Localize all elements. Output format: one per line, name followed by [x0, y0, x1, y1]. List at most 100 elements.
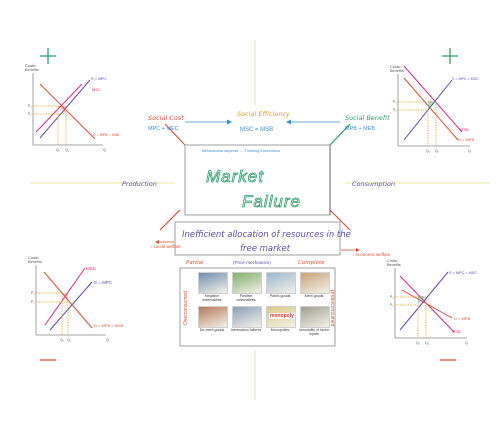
graph-top-right-curve-2: MSB — [460, 127, 469, 132]
connector-production-down — [159, 209, 181, 231]
graph-bottom-right-quantity-2: Q₂ — [425, 341, 430, 345]
graph-top-left-quantity-2: Q₁ — [65, 148, 70, 152]
cause-tile-caption: Information failures — [230, 328, 262, 332]
social-efficiency-label: Social Efficiency — [237, 110, 290, 118]
connector-consumption-down — [329, 209, 351, 231]
graph-bottom-right-quantity-1: Q₁ — [416, 341, 421, 345]
cause-tile: Merit goods — [298, 272, 330, 304]
market-failure-box — [184, 144, 331, 216]
cause-tile: De-merit goods — [196, 306, 228, 338]
graph-bottom-right-welfare-gain — [418, 295, 426, 305]
definition-line-2: free market — [240, 244, 291, 254]
overconsumed-label: Overconsumed — [183, 291, 189, 325]
consumption-label: Consumption — [352, 180, 395, 188]
failure-title: Failure — [242, 192, 301, 211]
partial-label: Partial — [186, 260, 204, 266]
graph-top-left-curve-2: MSC — [92, 87, 101, 92]
graph-bottom-right-curve-3: MSB — [452, 329, 461, 334]
graph-bottom-right-curve-1: S = MPC = MSC — [449, 271, 477, 275]
graph-bottom-left-quantity-2: Q₁ — [67, 338, 72, 342]
graph-top-left-y-label: Costs/ — [25, 64, 37, 68]
monopoly-brand: monopoly — [269, 313, 295, 319]
cause-tile-caption: Positive externalities — [236, 294, 256, 302]
cause-tile-image: monopoly — [266, 306, 296, 328]
graph-top-left-welfare-loss — [58, 106, 66, 114]
social-efficiency-formula: MSC = MSB — [240, 127, 273, 133]
economics-graphs: Costs/Benefits S = MPC MSC D = MPB = MSB P₂ P… — [25, 64, 479, 345]
market-title: Market — [206, 167, 264, 186]
graph-bottom-left-y-label: Costs/ — [28, 256, 40, 260]
price-mechanism-label: (Price-mechanism) — [233, 260, 271, 265]
cause-tile-caption: Monopolies — [270, 328, 290, 332]
graph-top-left-price-1: P₂ — [28, 104, 32, 108]
cause-tile-caption: Public goods — [269, 294, 291, 298]
cause-tile-caption: De-merit goods — [199, 328, 225, 332]
graph-top-left-curve-1: S = MPC — [91, 76, 107, 81]
graph-top-right-curve-1: S = MPC = MSC — [452, 77, 479, 81]
graph-bottom-right-demand — [401, 289, 453, 319]
underconsumed-label: Underconsumed — [329, 290, 335, 327]
graph-top-right-quantity-2: Q₂ — [435, 149, 440, 153]
graph-bottom-left-price-1: P₂ — [31, 291, 35, 295]
graph-bottom-left-curve-3: D = MPB = MSB — [94, 323, 124, 328]
graph-bottom-left-demand — [43, 271, 93, 329]
cause-tile-image — [232, 272, 262, 294]
graph-top-right-demand — [403, 77, 459, 141]
cause-tile: Immobility of factor inputs — [298, 306, 330, 338]
definition-box — [174, 221, 341, 256]
cause-tile: Positive externalities — [230, 272, 262, 304]
connector-social-cost — [164, 123, 186, 146]
social-benefit-formula: MPB + MEB — [345, 126, 375, 132]
graph-top-left-msc — [35, 83, 83, 133]
graph-top-right-curve-3: D = MPB — [458, 137, 474, 142]
graph-bottom-right-curve-2: D = MPB — [454, 316, 470, 321]
behavioural-note: Behavioural aspects → Thinking Economics — [202, 148, 280, 153]
cause-tile-image — [300, 306, 330, 328]
graph-bottom-left-quantity-1: Q₂ — [60, 338, 65, 342]
graph-top-right-price-1: P₂ — [393, 100, 397, 104]
social-cost-label: Social Cost — [148, 114, 184, 122]
plus-mark-top-right — [442, 48, 458, 64]
graph-top-left-quantity-1: Q₂ — [56, 148, 61, 152]
graph-top-left-quantity-3: Q — [103, 148, 106, 152]
connector-social-benefit — [329, 123, 351, 146]
graph-bottom-right-y-label: Costs/ — [387, 259, 399, 263]
graph-bottom-left-welfare-loss — [62, 293, 68, 302]
graph-bottom-right-quantity-3: Q — [465, 341, 468, 345]
graph-bottom-right-price-1: P₂ — [390, 295, 394, 299]
graph-bottom-right-y-label-2: Benefits — [387, 263, 401, 267]
production-label: Production — [122, 180, 157, 188]
definition-line-1: Inefficient allocation of resources in t… — [182, 230, 351, 240]
cause-tile: Public goods — [264, 272, 296, 304]
cause-tile-image — [232, 306, 262, 328]
graph-bottom-right-price-2: P₁ — [390, 303, 394, 307]
cause-tile-image — [198, 272, 228, 294]
cause-tile-caption: Merit goods — [304, 294, 324, 298]
graph-top-left-curve-3: D = MPB = MSB — [93, 133, 120, 137]
plus-mark-top-left — [40, 48, 56, 64]
social-welfare-label: ↓ social welfare — [150, 244, 181, 249]
graph-top-right-y-label: Costs/ — [390, 65, 402, 69]
social-benefit-label: Social Benefit — [345, 114, 390, 122]
graph-bottom-left-curve-2: S = MPC — [94, 280, 113, 285]
graph-top-right-price-2: P₁ — [393, 108, 397, 112]
cause-tile-image — [300, 272, 330, 294]
graph-top-left-price-2: P₁ — [28, 112, 32, 116]
cause-tile-caption: Negative externalities — [202, 294, 222, 302]
graph-bottom-left-quantity-3: Q — [106, 338, 109, 342]
graph-top-right-quantity-3: Q — [468, 149, 471, 153]
cause-tile-caption: Immobility of factor inputs — [298, 328, 330, 336]
graph-top-right-quantity-1: Q₁ — [426, 149, 431, 153]
graph-bottom-left-price-2: P₁ — [31, 300, 35, 304]
cause-tile: Information failures — [230, 306, 262, 338]
graph-bottom-left-supply — [49, 281, 93, 331]
complete-label: Complete — [298, 260, 325, 266]
graph-top-right-welfare-gain — [428, 100, 436, 110]
cause-tile-image — [198, 306, 228, 328]
graph-top-right-msb — [403, 65, 463, 133]
graph-top-right-y-label-2: Benefits — [390, 69, 404, 73]
cause-tile-image — [266, 272, 296, 294]
